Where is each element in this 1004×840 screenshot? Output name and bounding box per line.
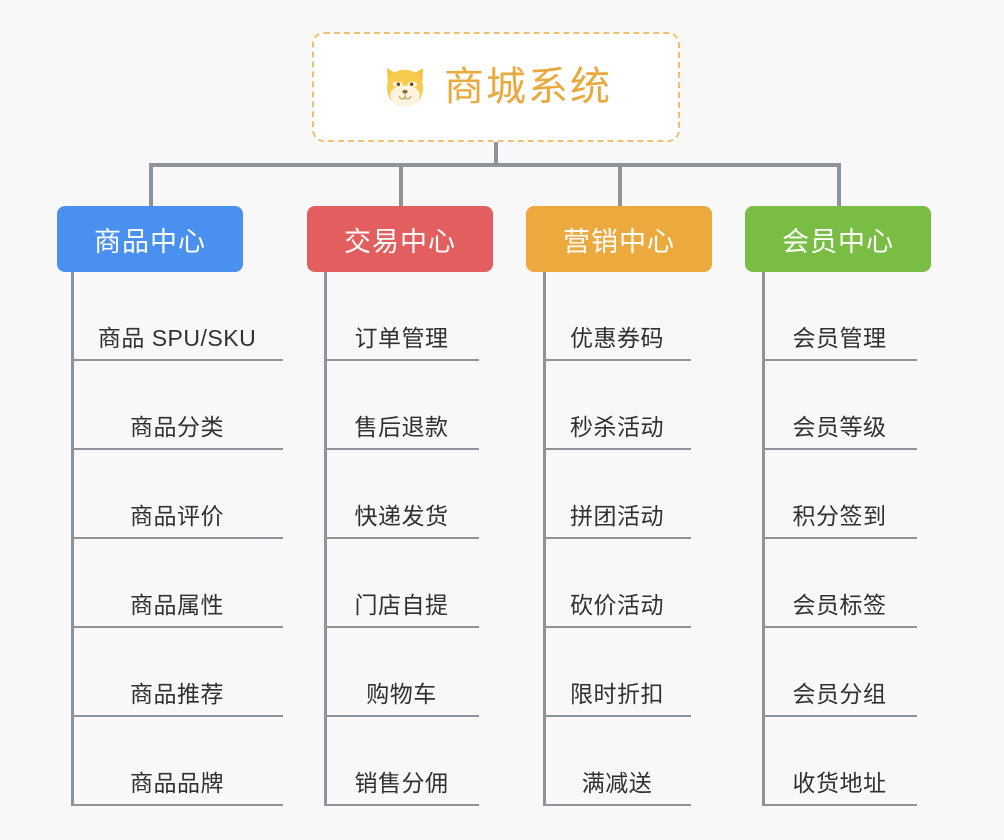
branch-spine xyxy=(762,272,765,806)
leaf-item[interactable]: 订单管理 xyxy=(324,272,479,361)
leaf-item-label: 商品推荐 xyxy=(130,680,224,707)
leaf-item[interactable]: 收货地址 xyxy=(762,717,917,806)
leaf-item[interactable]: 商品 SPU/SKU xyxy=(71,272,283,361)
connector-horizontal-bus xyxy=(149,163,841,167)
leaf-item-label: 会员管理 xyxy=(792,324,887,351)
category-label: 商品中心 xyxy=(94,226,206,257)
leaf-item-label: 会员等级 xyxy=(792,413,887,440)
leaf-item[interactable]: 销售分佣 xyxy=(324,717,479,806)
connector-root-stem xyxy=(494,142,498,166)
category-box-4[interactable]: 会员中心 xyxy=(745,206,931,272)
leaf-item-label: 快递发货 xyxy=(354,502,449,529)
leaf-item-label: 会员标签 xyxy=(792,591,887,618)
leaf-item-label: 优惠券码 xyxy=(570,324,664,351)
leaf-item[interactable]: 拼团活动 xyxy=(543,450,691,539)
leaf-item-label: 收货地址 xyxy=(792,769,887,796)
leaf-item-label: 购物车 xyxy=(366,680,437,707)
connector-drop-3 xyxy=(618,163,622,206)
leaf-item-label: 商品评价 xyxy=(130,502,224,529)
connector-drop-1 xyxy=(149,163,153,206)
root-title: 商城系统 xyxy=(444,65,612,109)
leaf-item[interactable]: 商品推荐 xyxy=(71,628,283,717)
branch-4: 会员管理会员等级积分签到会员标签会员分组收货地址 xyxy=(762,272,917,806)
leaf-item[interactable]: 商品品牌 xyxy=(71,717,283,806)
branch-3: 优惠券码秒杀活动拼团活动砍价活动限时折扣满减送 xyxy=(543,272,691,806)
leaf-item-label: 商品 SPU/SKU xyxy=(97,324,257,351)
category-box-1[interactable]: 商品中心 xyxy=(57,206,243,272)
leaf-item[interactable]: 商品属性 xyxy=(71,539,283,628)
leaf-item[interactable]: 门店自提 xyxy=(324,539,479,628)
root-node[interactable]: 商城系统 xyxy=(312,32,680,142)
leaf-item[interactable]: 满减送 xyxy=(543,717,691,806)
branch-spine xyxy=(543,272,546,806)
leaf-item[interactable]: 会员分组 xyxy=(762,628,917,717)
leaf-item[interactable]: 秒杀活动 xyxy=(543,361,691,450)
leaf-item[interactable]: 商品评价 xyxy=(71,450,283,539)
leaf-item[interactable]: 购物车 xyxy=(324,628,479,717)
shiba-dog-icon xyxy=(387,68,423,107)
leaf-item[interactable]: 商品分类 xyxy=(71,361,283,450)
connector-drop-2 xyxy=(399,163,403,206)
leaf-item-label: 秒杀活动 xyxy=(570,413,664,440)
category-label: 会员中心 xyxy=(782,226,894,257)
branch-spine xyxy=(71,272,74,806)
leaf-item-label: 销售分佣 xyxy=(354,769,449,796)
leaf-item[interactable]: 会员标签 xyxy=(762,539,917,628)
leaf-item-label: 商品属性 xyxy=(130,591,224,618)
leaf-item-label: 拼团活动 xyxy=(570,502,664,529)
leaf-item-label: 订单管理 xyxy=(354,324,449,351)
leaf-item-label: 门店自提 xyxy=(354,591,449,618)
leaf-item-label: 限时折扣 xyxy=(570,680,664,707)
leaf-item[interactable]: 限时折扣 xyxy=(543,628,691,717)
leaf-item-label: 商品分类 xyxy=(130,413,224,440)
category-box-2[interactable]: 交易中心 xyxy=(307,206,493,272)
branch-spine xyxy=(324,272,327,806)
connector-drop-4 xyxy=(837,163,841,206)
leaf-item[interactable]: 积分签到 xyxy=(762,450,917,539)
leaf-item[interactable]: 会员等级 xyxy=(762,361,917,450)
leaf-item-label: 会员分组 xyxy=(792,680,887,707)
leaf-item-label: 积分签到 xyxy=(792,502,887,529)
leaf-item-label: 商品品牌 xyxy=(130,769,224,796)
leaf-item-label: 砍价活动 xyxy=(570,591,664,618)
branch-2: 订单管理售后退款快递发货门店自提购物车销售分佣 xyxy=(324,272,479,806)
leaf-item[interactable]: 优惠券码 xyxy=(543,272,691,361)
leaf-item[interactable]: 砍价活动 xyxy=(543,539,691,628)
branch-1: 商品 SPU/SKU 商品分类商品评价商品属性商品推荐商品品牌 xyxy=(71,272,283,806)
leaf-item-label: 售后退款 xyxy=(354,413,449,440)
category-box-3[interactable]: 营销中心 xyxy=(526,206,712,272)
category-label: 营销中心 xyxy=(563,226,675,257)
category-label: 交易中心 xyxy=(344,226,456,257)
leaf-item[interactable]: 快递发货 xyxy=(324,450,479,539)
leaf-item-label: 满减送 xyxy=(581,769,653,796)
leaf-item[interactable]: 售后退款 xyxy=(324,361,479,450)
leaf-item[interactable]: 会员管理 xyxy=(762,272,917,361)
